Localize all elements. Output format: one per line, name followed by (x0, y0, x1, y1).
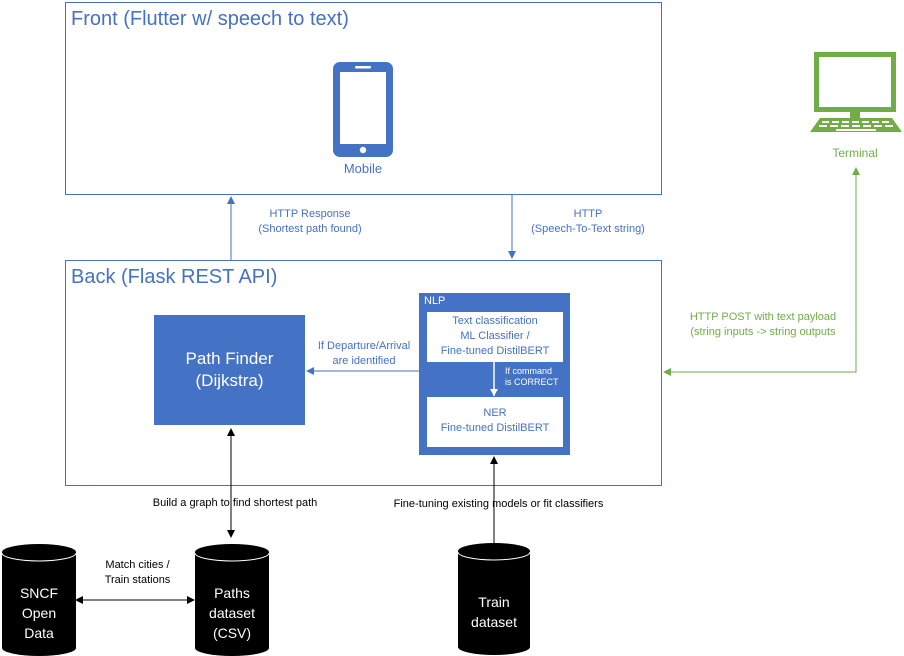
http-response-line2: (Shortest path found) (258, 223, 362, 235)
http-request-line2: (Speech-To-Text string) (531, 223, 645, 235)
classification-to-ner-arrowhead (490, 389, 498, 396)
match-cities-line1: Match cities / (105, 559, 170, 571)
match-cities-label: Match cities / Train stations (90, 558, 185, 588)
terminal-arrowhead-up (852, 167, 860, 175)
http-post-line2: (string inputs -> string outputs (690, 326, 836, 338)
path-finder-box: Path Finder (Dijkstra) (154, 315, 305, 425)
fine-tuning-label: Fine-tuning existing models or fit class… (393, 498, 604, 510)
text-classification-line3: Fine-tuned DistilBERT (440, 345, 550, 357)
command-note-line1: If command (505, 366, 553, 376)
http-response-label: HTTP Response (Shortest path found) (240, 207, 380, 237)
train-database (457, 543, 531, 655)
build-graph-label: Build a graph to find shortest path (152, 497, 318, 509)
train-label: Train dataset (458, 592, 530, 632)
paths-line1: Paths (214, 585, 250, 601)
front-title: Front (Flutter w/ speech to text) (71, 8, 349, 30)
http-post-label: HTTP POST with text payload (string inpu… (668, 310, 858, 340)
path-finder-subtitle: (Dijkstra) (195, 371, 264, 390)
ner-box: NER Fine-tuned DistilBERT (427, 397, 563, 447)
http-post-line1: HTTP POST with text payload (689, 311, 837, 323)
command-note: If command is CORRECT (505, 366, 559, 388)
back-title: Back (Flask REST API) (71, 266, 278, 288)
train-line2: dataset (471, 614, 517, 630)
paths-database (194, 544, 270, 656)
departure-note: If Departure/Arrival are identified (306, 339, 422, 369)
http-request-label: HTTP (Speech-To-Text string) (518, 207, 658, 237)
http-response-line1: HTTP Response (269, 208, 351, 220)
terminal-connection (663, 168, 857, 376)
paths-label: Paths dataset (CSV) (195, 583, 269, 643)
nlp-title: NLP (424, 295, 446, 307)
departure-note-line1: If Departure/Arrival (317, 340, 411, 352)
mobile-icon (333, 62, 393, 157)
path-finder-title: Path Finder (185, 349, 274, 368)
sncf-line3: Data (24, 625, 54, 641)
sncf-label: SNCF Open Data (2, 583, 76, 643)
paths-line3: (CSV) (212, 625, 252, 641)
text-classification-line1: Text classification (452, 315, 538, 327)
text-classification-line2: ML Classifier / (460, 330, 530, 342)
train-line1: Train (478, 594, 510, 610)
departure-note-line2: are identified (332, 355, 396, 367)
terminal-icon (806, 50, 904, 135)
ner-line2: Fine-tuned DistilBERT (440, 422, 550, 434)
text-classification-box: Text classification ML Classifier / Fine… (427, 312, 563, 362)
sncf-database (1, 544, 77, 656)
terminal-label: Terminal (832, 146, 878, 160)
mobile-label: Mobile (343, 161, 383, 176)
sncf-line2: Open (21, 605, 57, 621)
match-cities-line2: Train stations (104, 574, 171, 586)
sncf-line1: SNCF (19, 585, 59, 601)
http-request-line1: HTTP (573, 208, 603, 220)
command-note-line2: is CORRECT (505, 377, 559, 387)
ner-line1: NER (483, 407, 507, 419)
paths-line2: dataset (209, 605, 255, 621)
